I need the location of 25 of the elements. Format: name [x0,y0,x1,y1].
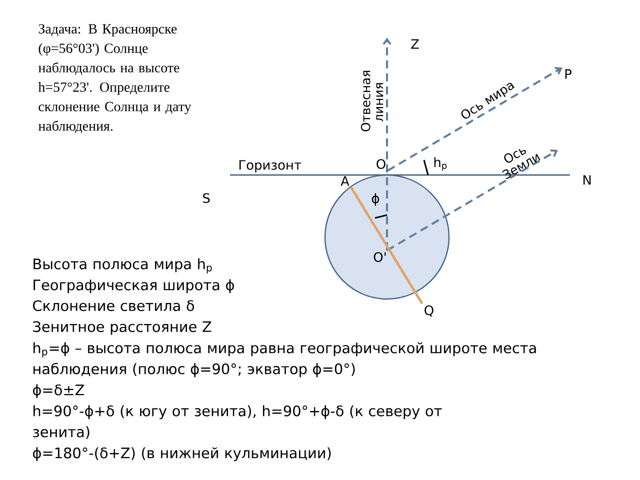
earth-circle [324,174,450,300]
point-label: S [203,193,210,203]
edge-label: Отвесная линия [360,70,384,132]
formula-text: Склонение светила δ [33,300,194,312]
formula-text: Географическая широта ϕ [34,279,234,294]
point-label: N [583,175,591,185]
point-label: A [340,176,350,186]
point-label: O [376,159,386,169]
arrow [387,67,562,172]
point-label: Q [424,305,434,317]
point-label: P [565,69,572,79]
point-label: O' [374,252,386,262]
formula-text: ϕ=180°-(δ+Z) (в нижней кульминации) [33,447,331,462]
axis-label: Горизонт [239,160,302,172]
formula-text: Высота полюса мира h$_{p}$ [34,258,212,274]
arrow [386,149,558,252]
formula-text: ϕ=δ±Z [33,384,84,398]
angle-label: h$_{p}$ [434,157,447,171]
formula-text: h$_{p}$=ϕ – высота полюса мира равна географической широте места наблюдения (полюс ϕ=90°; экватор ϕ=0°) [34,342,536,378]
problem-text: Задача: В Красноярске (φ=56°03') Солнце наблюдалось на высоте h=57°23'. Определите склонение Солнца и дату наблюдения. [38,24,192,134]
angle-label: ϕ [372,193,379,206]
point-label: Z [411,39,419,49]
formula-text: h=90°-ϕ+δ (к югу от зенита), h=90°+ϕ-δ (к северу от зенита) [33,405,442,439]
formula-text: Зенитное расстояние Z [33,321,212,335]
arrow [382,38,392,250]
